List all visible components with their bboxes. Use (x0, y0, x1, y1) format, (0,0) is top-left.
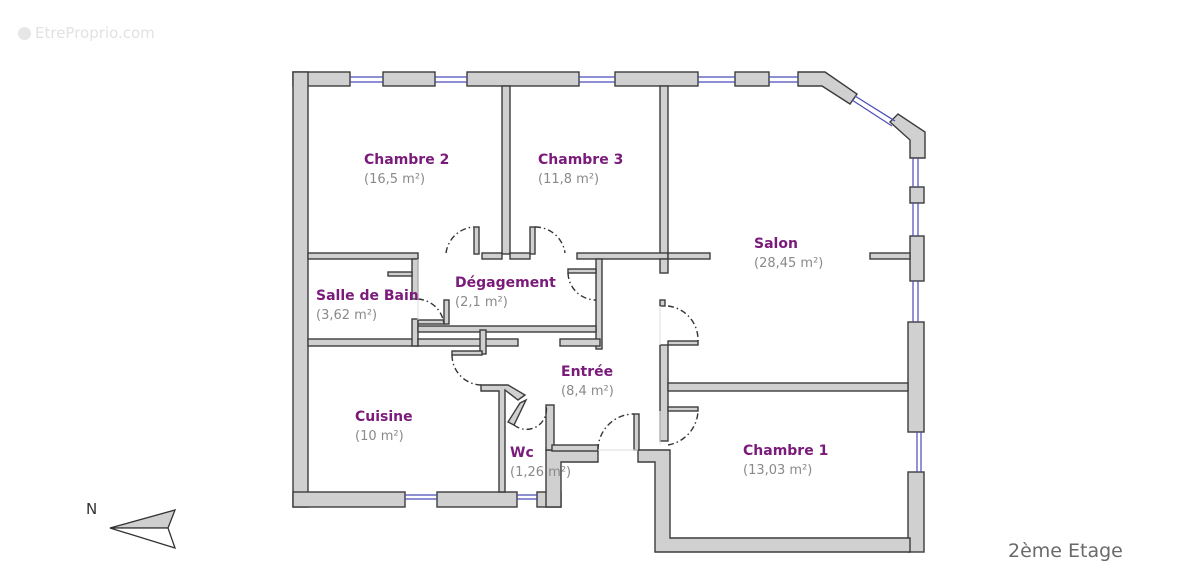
room-area: (1,26 m²) (510, 465, 572, 480)
room-wc: Wc (1,26 m²) (510, 443, 571, 483)
room-name: Dégagement (455, 275, 556, 291)
room-area: (28,45 m²) (754, 256, 824, 271)
room-name: Entrée (561, 364, 614, 380)
room-area: (3,62 m²) (316, 308, 378, 323)
watermark-text: EtreProprio.com (35, 24, 155, 42)
room-area: (10 m²) (355, 429, 404, 444)
room-area: (13,03 m²) (743, 463, 813, 478)
room-salon: Salon (28,45 m²) (754, 234, 823, 274)
interior-walls (307, 85, 911, 493)
watermark-logo-icon (18, 26, 31, 40)
room-name: Chambre 3 (538, 152, 624, 168)
room-name: Chambre 1 (743, 443, 829, 459)
room-area: (8,4 m²) (561, 384, 614, 399)
compass-label: N (86, 500, 98, 518)
room-cuisine: Cuisine (10 m²) (355, 407, 413, 447)
room-area: (16,5 m²) (364, 172, 426, 187)
room-name: Wc (510, 445, 534, 461)
watermark: EtreProprio.com (18, 24, 155, 42)
room-chambre-1: Chambre 1 (13,03 m²) (743, 441, 828, 481)
room-area: (2,1 m²) (455, 295, 508, 310)
room-name: Chambre 2 (364, 152, 450, 168)
north-arrow-icon (109, 509, 177, 549)
room-name: Cuisine (355, 409, 413, 425)
floor-label: 2ème Etage (1008, 540, 1123, 562)
room-salle-de-bain: Salle de Bain (3,62 m²) (316, 286, 419, 326)
door-swings (417, 226, 699, 451)
room-degagement: Dégagement (2,1 m²) (455, 273, 556, 313)
room-area: (11,8 m²) (538, 172, 600, 187)
outer-walls (292, 71, 926, 553)
room-name: Salle de Bain (316, 288, 419, 304)
room-chambre-2: Chambre 2 (16,5 m²) (364, 150, 449, 190)
room-name: Salon (754, 236, 798, 252)
room-chambre-3: Chambre 3 (11,8 m²) (538, 150, 623, 190)
room-entree: Entrée (8,4 m²) (561, 362, 614, 402)
